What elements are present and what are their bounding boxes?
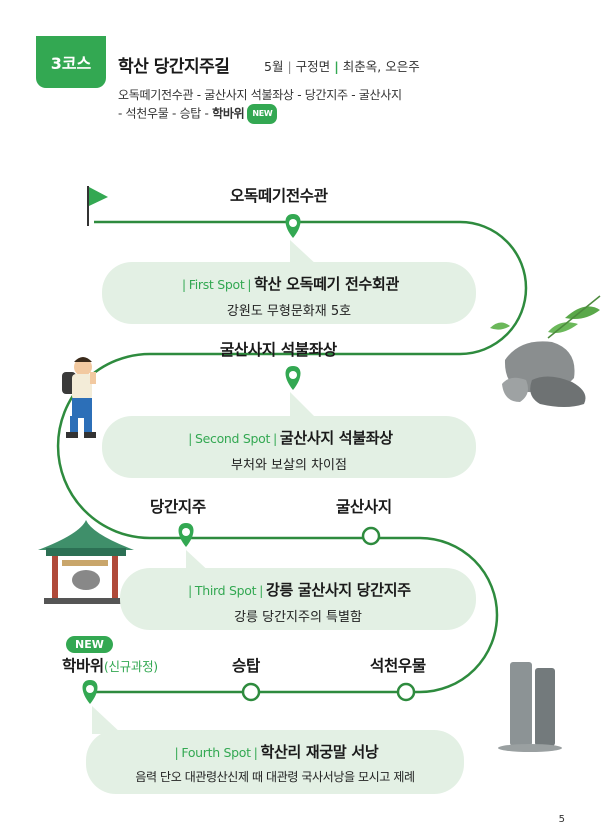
spot-desc: 강원도 무형문화재 5호	[226, 304, 352, 319]
stop-label-gulsansaji: 굴산사지	[336, 498, 392, 516]
route-path	[56, 220, 528, 694]
pin-icon	[178, 523, 194, 547]
stop-label-seungtap: 승탑	[232, 657, 260, 675]
divider: |	[188, 432, 192, 446]
course-badge: 3코스	[36, 36, 106, 88]
divider: |	[174, 746, 179, 760]
stop-label-seokbul: 굴산사지 석불좌상	[220, 341, 337, 359]
stop-node	[241, 682, 261, 702]
stop-node	[396, 682, 416, 702]
spot-name: 굴산사지 석불좌상	[279, 429, 393, 447]
bubble-tail	[290, 240, 318, 266]
divider: |	[188, 584, 192, 598]
stop-label-seokcheon: 석천우물	[370, 657, 426, 675]
spot-label: Fourth Spot	[181, 745, 251, 760]
divider: |	[273, 432, 277, 446]
divider: |	[247, 278, 252, 292]
route-line-2-text: - 석천우물 - 승탑 -	[118, 106, 213, 121]
spot-label: Third Spot	[194, 583, 257, 598]
pin-icon	[82, 680, 98, 704]
new-tag: NEW	[247, 104, 278, 124]
pin-icon	[285, 366, 301, 390]
divider: |	[334, 59, 339, 74]
divider: |	[253, 746, 258, 760]
divider: |	[181, 278, 186, 292]
course-month: 5월	[264, 59, 284, 74]
bubble-tail	[290, 392, 318, 420]
spot-name: 학산리 재궁말 서낭	[260, 743, 379, 761]
spot-card-1: |First Spot|학산 오독떼기 전수회관 강원도 무형문화재 5호	[102, 262, 476, 324]
divider: |	[259, 584, 263, 598]
rocks-illustration	[490, 295, 601, 407]
stop-label-hakbawi: 학바위(신규과정)	[62, 654, 158, 676]
spot-desc: 부처와 보살의 차이점	[231, 458, 347, 473]
spot-label: First Spot	[188, 277, 245, 292]
stop-name: 학바위	[62, 657, 104, 675]
spot-desc: 음력 단오 대관령산신제 때 대관령 국사서낭을 모시고 제례	[135, 770, 415, 784]
course-guides: 최춘옥, 오은주	[342, 59, 420, 74]
spot-name: 강릉 굴산사지 당간지주	[265, 581, 411, 599]
course-meta: 5월|구정면|최춘옥, 오은주	[264, 56, 420, 75]
course-area: 구정면	[295, 59, 331, 74]
stop-note: (신규과정)	[103, 659, 158, 674]
spot-card-4: |Fourth Spot|학산리 재궁말 서낭 음력 단오 대관령산신제 때 대…	[86, 730, 464, 794]
stop-label-odokttegi: 오독떼기전수관	[230, 187, 328, 205]
bubble-tail	[92, 706, 122, 734]
stone-pillars-illustration	[498, 662, 562, 752]
spot-label: Second Spot	[194, 431, 271, 446]
page-number: 5	[558, 814, 565, 825]
stop-label-danggan: 당간지주	[150, 498, 206, 516]
hiker-illustration	[62, 357, 96, 438]
stop-node	[361, 526, 381, 546]
spot-name: 학산 오독떼기 전수회관	[254, 275, 400, 293]
course-route-description: 오독떼기전수관 - 굴산사지 석불좌상 - 당간지주 - 굴산사지 - 석천우물…	[118, 86, 402, 124]
start-flag-icon	[87, 186, 108, 226]
divider: |	[287, 59, 292, 74]
pin-icon	[285, 214, 301, 238]
spot-card-2: |Second Spot|굴산사지 석불좌상 부처와 보살의 차이점	[102, 416, 476, 478]
route-line-1: 오독떼기전수관 - 굴산사지 석불좌상 - 당간지주 - 굴산사지	[118, 88, 402, 102]
course-title: 학산 당간지주길	[118, 57, 230, 77]
route-highlight: 학바위	[212, 106, 245, 121]
pavilion-illustration	[38, 520, 134, 604]
spot-card-3: |Third Spot|강릉 굴산사지 당간지주 강릉 당간지주의 특별함	[120, 568, 476, 630]
new-badge: NEW	[66, 636, 113, 653]
spot-desc: 강릉 당간지주의 특별함	[234, 610, 362, 625]
